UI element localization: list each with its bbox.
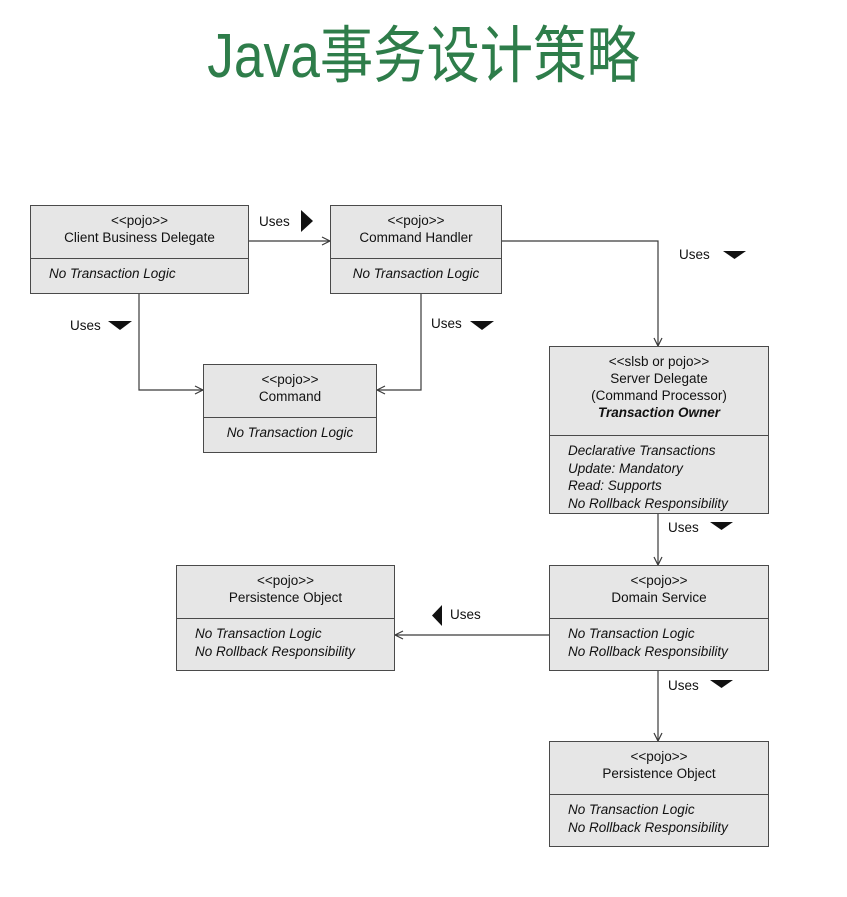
- stereotype-label: <<slsb or pojo>>: [608, 354, 710, 369]
- uses-label-domain-to-persistence-left: Uses: [450, 607, 481, 622]
- page-title: Java事务设计策略: [207, 22, 640, 91]
- class-name: Client Business Delegate: [64, 230, 215, 245]
- note-line: No Rollback Responsibility: [568, 643, 728, 659]
- note-line: Declarative Transactions: [568, 443, 716, 458]
- note-line: No Transaction Logic: [568, 802, 695, 817]
- command-box: <<pojo>> Command No Transaction Logic: [203, 364, 377, 453]
- uses-label-server-to-domain: Uses: [668, 520, 699, 535]
- connector-client-to-command: [138, 294, 203, 390]
- persistence-object-bottom-box: <<pojo>> Persistence Object No Transacti…: [549, 741, 769, 847]
- note-line: No Transaction Logic: [568, 626, 695, 641]
- stereotype-label: <<pojo>>: [630, 573, 688, 588]
- class-subname: (Command Processor): [591, 388, 727, 403]
- class-name: Command: [258, 389, 322, 404]
- direction-down-icon: [108, 321, 132, 330]
- stereotype-label: <<pojo>>: [387, 213, 445, 228]
- transaction-owner-label: Transaction Owner: [597, 405, 721, 420]
- stereotype-label: <<pojo>>: [110, 213, 169, 228]
- server-delegate-box: <<slsb or pojo>> Server Delegate (Comman…: [549, 346, 769, 514]
- note-line: No Rollback Responsibility: [568, 819, 728, 835]
- stereotype-label: <<pojo>>: [261, 372, 319, 387]
- note-line: No Transaction Logic: [49, 266, 176, 281]
- direction-right-icon: [301, 210, 313, 232]
- uses-label-client-to-handler: Uses: [259, 214, 290, 229]
- class-name: Domain Service: [611, 590, 707, 605]
- note-line: No Transaction Logic: [226, 425, 354, 440]
- note-line: Update: Mandatory: [568, 460, 683, 476]
- note-line: No Transaction Logic: [352, 266, 480, 281]
- direction-down-icon: [470, 321, 494, 330]
- note-line: No Transaction Logic: [195, 626, 322, 641]
- connector-handler-to-command: [377, 294, 422, 390]
- class-name: Server Delegate: [610, 371, 708, 386]
- note-line: No Rollback Responsibility: [568, 495, 728, 511]
- note-line: No Rollback Responsibility: [195, 643, 355, 659]
- uses-label-domain-to-persistence-bottom: Uses: [668, 678, 699, 693]
- direction-down-icon: [723, 251, 746, 259]
- class-name: Persistence Object: [228, 590, 343, 605]
- uses-label-client-to-command: Uses: [70, 318, 101, 333]
- persistence-object-left-box: <<pojo>> Persistence Object No Transacti…: [176, 565, 395, 671]
- direction-down-icon: [710, 522, 733, 530]
- uses-label-handler-to-server: Uses: [679, 247, 710, 262]
- note-line: Read: Supports: [568, 478, 662, 493]
- direction-down-icon: [710, 680, 733, 688]
- class-name: Command Handler: [359, 230, 473, 245]
- client-business-delegate-box: <<pojo>> Client Business Delegate No Tra…: [30, 205, 249, 294]
- uses-label-handler-to-command: Uses: [431, 316, 462, 331]
- domain-service-box: <<pojo>> Domain Service No Transaction L…: [549, 565, 769, 671]
- stereotype-label: <<pojo>>: [256, 573, 315, 588]
- command-handler-box: <<pojo>> Command Handler No Transaction …: [330, 205, 502, 294]
- connector-handler-to-server: [502, 240, 658, 346]
- class-name: Persistence Object: [602, 766, 716, 781]
- direction-left-icon: [432, 605, 442, 626]
- stereotype-label: <<pojo>>: [630, 749, 688, 764]
